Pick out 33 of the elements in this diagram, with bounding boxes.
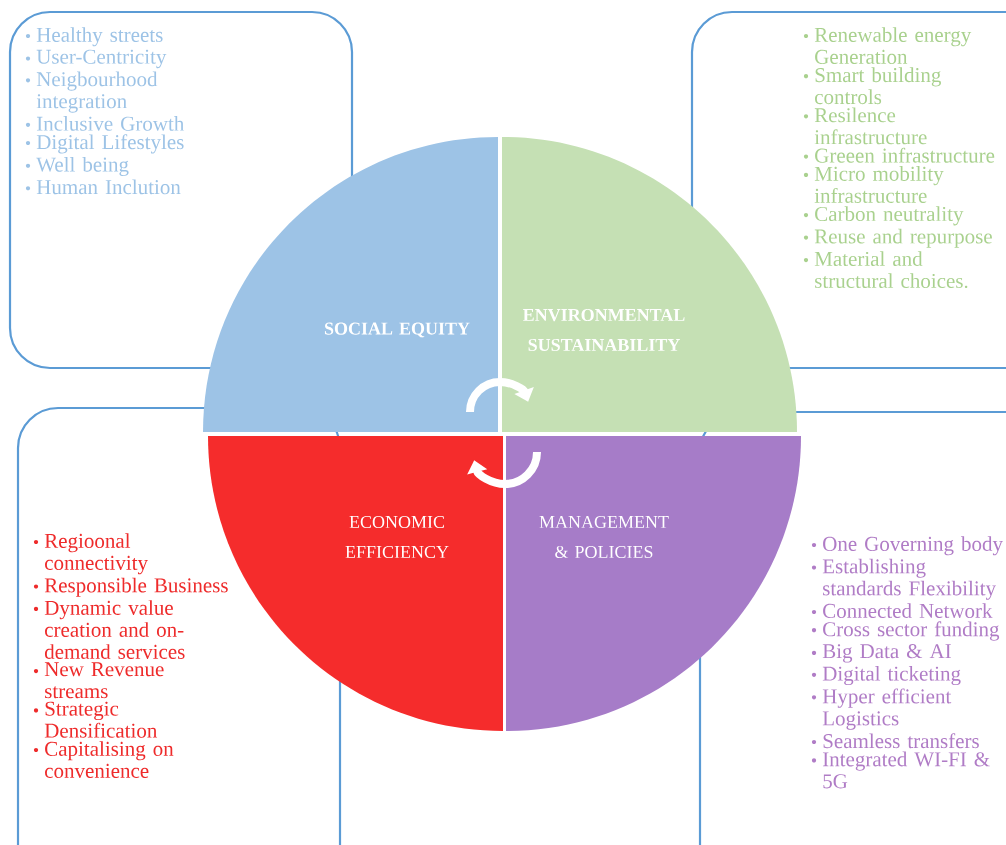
bullet-item: Digital ticketing [811,666,961,686]
bullet-item: Well being [25,156,129,177]
bullet-item: User-Centricity [25,49,167,69]
bullet-item: Reuse and repurpose [803,228,992,248]
cycle-arrow [466,378,534,413]
bullet-item: Resilence infrastructure [803,107,927,145]
bullet-item: Strategic Densification [33,701,158,738]
bullet-item: Hyper efficient Logistics [811,688,952,730]
quadrant-sector: ENVIRONMENTAL SUSTAINABILITY [502,137,797,432]
bullet-item: Human Inclution [25,179,181,195]
quadrant-sector: SOCIAL EQUITY [203,137,498,432]
bullet-item: Connected Network [811,603,993,618]
bullet-item: Big Data & AI [811,644,951,663]
bullet-item: New Revenue streams [33,662,164,699]
bullet-item: Material and structural choices. [803,251,968,289]
bullet-item: Seamless transfers [811,733,979,749]
bullet-item: One Governing body [811,536,1003,556]
bullet-item: Healthy streets [25,27,163,47]
quadrant-sector: MANAGEMENT & POLICIES [506,436,801,731]
bullet-item: Smart building controls [803,67,941,105]
bullet-item: Greeen infrastructure [803,147,995,163]
bullet-item: Integrated WI-FI & 5G [811,751,990,789]
bullet-item: Capitalising on convenience [33,741,174,778]
bullet-item: Carbon neutrality [803,206,964,226]
bullet-item: Cross sector funding [811,621,1000,641]
bullet-item: Establishing standards Flexibility [811,558,996,600]
bullet-item: Renewable energy Generation [803,27,972,64]
bullet-item: Inclusive Growth [25,116,185,131]
bullet-item: Regioonal connectivity [33,533,148,575]
bullet-item: Micro mobility infrastructure [803,166,944,203]
bullet-item: Neigbourhood integration [25,71,158,113]
bullet-item: Digital Lifestyles [25,134,184,154]
bullet-item: Dynamic value creation and on-demand services [33,600,185,659]
